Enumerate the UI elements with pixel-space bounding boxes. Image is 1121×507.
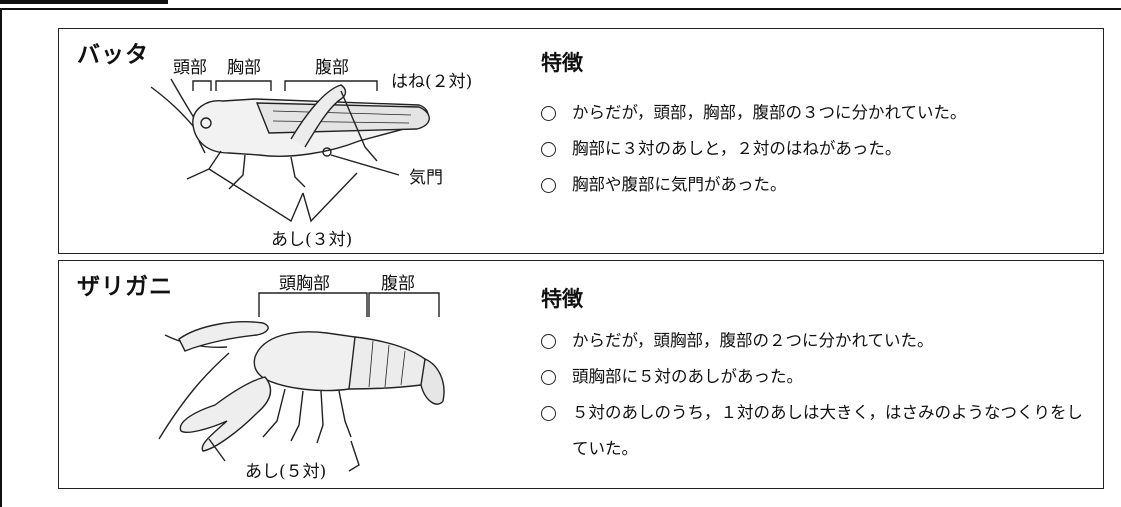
legs-leader-left	[208, 168, 304, 223]
walking-leg-4	[338, 390, 352, 438]
spiracle	[322, 147, 332, 157]
small-claw	[178, 321, 269, 352]
grasshopper-diagram	[150, 78, 430, 223]
crayfish-panel: ザリガニ	[58, 260, 1104, 489]
crayfish-title: ザリガニ	[77, 274, 173, 300]
abdomen-bracket	[368, 292, 440, 317]
header-tab-bar	[0, 0, 168, 4]
hind-femur	[290, 84, 347, 148]
circle-bullet-icon	[541, 334, 556, 349]
list-item: ５対のあしのうち，１対のあしは大きく，はさみのようなつくりをしていた。	[533, 403, 1092, 467]
big-claw	[179, 376, 272, 452]
crayfish-features-heading: 特徴	[541, 286, 583, 311]
walking-leg-3	[316, 390, 324, 444]
circle-bullet-icon	[541, 142, 556, 157]
label-legs: あし(３対)	[271, 230, 353, 250]
thorax-bracket	[215, 80, 272, 91]
grasshopper-title: バッタ	[77, 42, 149, 68]
spiracle-leader	[330, 154, 400, 176]
list-item: 胸部や腹部に気門があった。	[533, 175, 967, 195]
top-border	[0, 8, 1121, 10]
label-legs: あし(５対)	[245, 462, 327, 482]
antenna-1	[158, 352, 230, 440]
cephalothorax	[253, 331, 359, 392]
list-item: 胸部に３対のあしと，２対のはねがあった。	[533, 139, 967, 159]
antenna-1	[150, 86, 200, 134]
label-thorax: 胸部	[227, 58, 261, 78]
legs-leader-left	[208, 438, 226, 462]
list-item: からだが，頭部，胸部，腹部の３つに分かれていた。	[533, 103, 967, 123]
grasshopper-panel: バッタ	[58, 28, 1104, 254]
crayfish-diagram	[158, 292, 445, 472]
label-head: 頭部	[173, 58, 207, 78]
left-border	[0, 8, 2, 507]
grasshopper-wing	[255, 102, 430, 134]
circle-bullet-icon	[541, 178, 556, 193]
label-cephalothorax: 頭胸部	[279, 274, 330, 294]
label-abdomen: 腹部	[381, 274, 415, 294]
legs-leader-right	[302, 172, 358, 223]
mid-leg-2	[290, 156, 306, 188]
legs-leader-right	[348, 440, 360, 472]
grasshopper-eye	[200, 117, 212, 129]
grasshopper-features-heading: 特徴	[541, 50, 583, 75]
list-item: 頭胸部に５対のあしがあった。	[533, 367, 1092, 387]
crayfish-feature-list: からだが，頭胸部，腹部の２つに分かれていた。 頭胸部に５対のあしがあった。 ５対…	[533, 331, 1092, 483]
circle-bullet-icon	[541, 406, 556, 421]
front-leg	[186, 150, 222, 180]
list-item: からだが，頭胸部，腹部の２つに分かれていた。	[533, 331, 1092, 351]
circle-bullet-icon	[541, 370, 556, 385]
abdomen-bracket	[284, 80, 378, 91]
label-spiracle: 気門	[409, 168, 443, 188]
head-bracket	[192, 80, 212, 91]
walking-leg-2	[290, 390, 304, 442]
cephalothorax-bracket	[258, 292, 368, 317]
walking-leg-1	[262, 388, 286, 438]
label-wings: はね(２対)	[391, 72, 473, 92]
label-abdomen: 腹部	[315, 58, 349, 78]
hind-tibia	[340, 90, 378, 162]
tail-fan	[420, 357, 445, 405]
abdomen	[348, 336, 432, 390]
circle-bullet-icon	[541, 106, 556, 121]
grasshopper-feature-list: からだが，頭部，胸部，腹部の３つに分かれていた。 胸部に３対のあしと，２対のはね…	[533, 103, 967, 211]
